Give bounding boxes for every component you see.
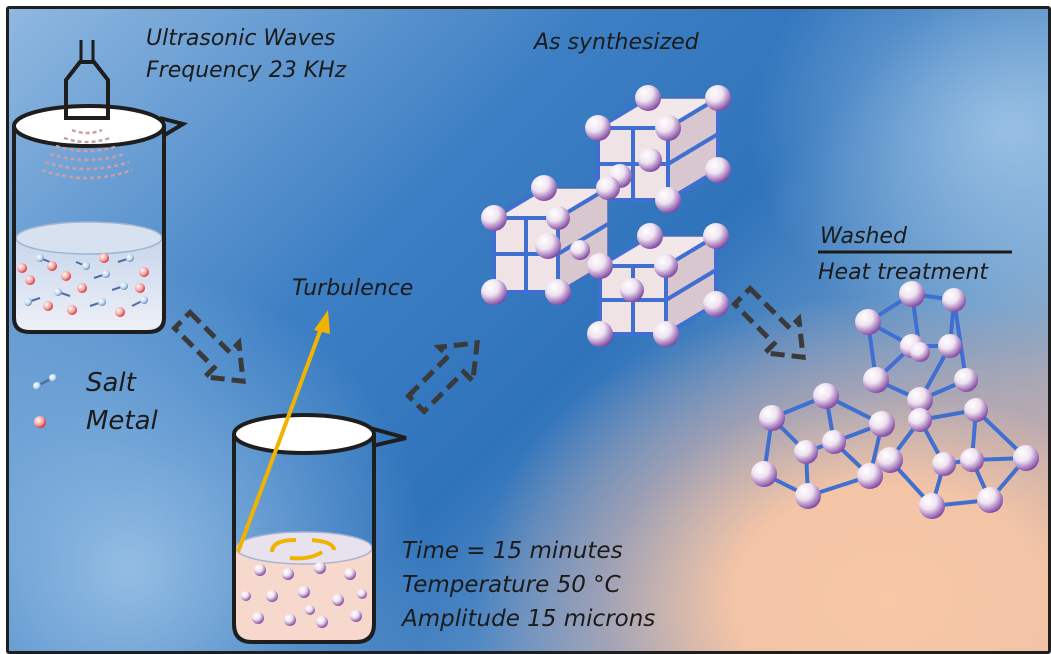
amplitude-label: Amplitude 15 microns xyxy=(402,606,656,632)
salt-metal-particles xyxy=(17,253,149,317)
heat-treated-lattice xyxy=(751,281,1039,519)
washed-label: Washed xyxy=(820,224,907,249)
heat-treatment-label: Heat treatment xyxy=(818,260,989,285)
metal-legend-icon xyxy=(34,416,46,428)
sonication-beaker xyxy=(12,40,189,334)
frequency-label: Frequency 23 KHz xyxy=(146,58,347,83)
ultrasonic-label: Ultrasonic Waves xyxy=(146,26,336,51)
turbulence-label: Turbulence xyxy=(292,276,414,301)
turbulence-arrow xyxy=(236,310,330,553)
reaction-beaker xyxy=(232,413,407,644)
dashed-arrow-1 xyxy=(170,308,246,384)
metal-legend-label: Metal xyxy=(86,406,158,436)
dashed-arrow-3 xyxy=(730,284,806,360)
temperature-label: Temperature 50 °C xyxy=(402,572,621,598)
as-synthesized-lattice xyxy=(481,85,731,347)
salt-legend-icon xyxy=(33,374,57,390)
as-synthesized-label: As synthesized xyxy=(534,30,699,55)
salt-legend-label: Salt xyxy=(86,368,136,398)
time-label: Time = 15 minutes xyxy=(402,538,623,564)
dashed-arrow-2 xyxy=(404,340,480,416)
